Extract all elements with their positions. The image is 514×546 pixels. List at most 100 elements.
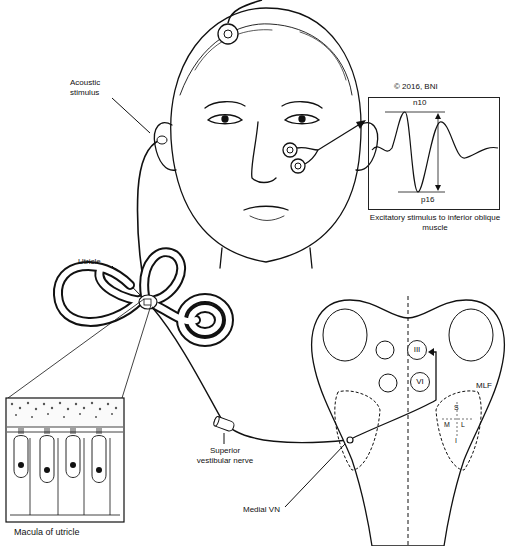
drawing-part — [398, 192, 445, 193]
drawing-part — [436, 391, 481, 470]
drawing-part — [91, 402, 93, 404]
drawing-part — [31, 416, 33, 418]
copyright-note: © 2016, BNI — [394, 82, 438, 92]
nerve-number: VI — [416, 377, 424, 386]
drawing-part — [379, 374, 397, 392]
drawing-part — [43, 403, 45, 405]
drawing-part — [19, 428, 101, 434]
drawing-part — [11, 402, 117, 418]
drawing-part — [228, 0, 262, 23]
drawing-part — [295, 163, 301, 169]
inset-caption: Macula of utricle — [14, 527, 80, 538]
peak-label: p16 — [420, 196, 435, 205]
drawing-part — [252, 122, 276, 183]
drawing-part — [139, 295, 157, 309]
part-label: Superior vestibular nerve — [192, 446, 258, 465]
drawing-part — [35, 408, 37, 410]
drawing-part — [408, 296, 409, 546]
head-drawing — [154, 8, 377, 268]
drawing-part — [323, 309, 367, 361]
drawing-part — [6, 398, 124, 522]
drawing-part — [347, 437, 353, 443]
drawing-part — [224, 433, 225, 444]
drawing-part — [99, 408, 101, 410]
drawing-part — [154, 123, 176, 171]
drawing-part — [305, 150, 318, 164]
drawing-part — [213, 416, 235, 432]
part-label: Medial VN — [243, 505, 280, 515]
part-label: MLF — [476, 381, 492, 391]
drawing-part — [449, 309, 493, 361]
drawing-part — [8, 299, 151, 398]
drawing-part — [181, 298, 229, 342]
drawing-part — [438, 116, 439, 188]
drawing-part — [7, 399, 123, 427]
waveform-caption: Excitatory stimulus to inferior oblique … — [360, 213, 510, 232]
drawing-part — [222, 116, 228, 122]
drawing-part — [19, 407, 21, 409]
nucleus-circle: III — [407, 340, 427, 360]
drawing-part — [47, 413, 49, 415]
drawing-part — [95, 416, 97, 418]
drawing-part — [372, 112, 498, 192]
drawing-part — [107, 403, 109, 405]
drawing-part — [144, 252, 181, 300]
macula-inset — [6, 299, 151, 522]
drawing-part — [44, 467, 50, 473]
nucleus-letter: I — [455, 437, 457, 445]
drawing-part — [220, 248, 222, 268]
brainstem — [312, 296, 505, 546]
drawing-part — [51, 407, 53, 409]
nerve-number: III — [414, 345, 421, 354]
drawing-part — [428, 348, 434, 356]
waveform-box: n10p16 — [368, 97, 500, 210]
drawing-part — [442, 402, 474, 437]
drawing-part — [181, 298, 229, 342]
nucleus-letter: S — [454, 404, 459, 412]
drawing-part — [75, 403, 77, 405]
drawing-part — [385, 112, 445, 113]
drawing-part — [213, 416, 235, 432]
drawing-part — [7, 427, 123, 432]
drawing-part — [335, 391, 380, 470]
drawing-part — [285, 444, 345, 507]
drawing-part — [14, 436, 28, 478]
drawing-part — [79, 413, 81, 415]
drawing-part — [300, 32, 346, 80]
drawing-part — [376, 341, 394, 359]
drawing-part — [205, 102, 245, 108]
drawing-part — [112, 98, 150, 133]
drawing-part — [318, 124, 360, 150]
drawing-part — [10, 438, 120, 515]
drawing-part — [70, 462, 76, 468]
drawing-part — [283, 143, 297, 157]
drawing-part — [218, 24, 238, 44]
drawing-part — [15, 414, 17, 416]
nucleus-letter: M — [444, 421, 450, 429]
drawing-part — [353, 352, 436, 438]
drawing-part — [356, 123, 378, 171]
drawing-part — [213, 416, 220, 427]
drawing-part — [171, 8, 361, 262]
drawing-part — [224, 30, 232, 38]
drawing-part — [208, 115, 242, 124]
drawing-part — [59, 402, 61, 404]
drawing-part — [92, 436, 106, 483]
drawing-part — [96, 467, 102, 473]
drawing-part — [244, 206, 288, 210]
drawing-part — [63, 416, 65, 418]
drawing-part — [67, 408, 69, 410]
drawing-part — [18, 462, 102, 473]
drawing-part — [83, 407, 85, 409]
drawing-part — [144, 299, 151, 305]
part-label: Acoustic stimulus — [70, 78, 116, 97]
drawing-part — [250, 216, 284, 221]
nucleus-letter: L — [461, 421, 465, 429]
drawing-part — [282, 102, 322, 108]
drawing-part — [180, 24, 352, 95]
waveform — [372, 112, 498, 192]
drawing-part — [144, 252, 181, 300]
drawing-part — [297, 147, 318, 150]
nucleus-circle: VI — [410, 372, 430, 392]
